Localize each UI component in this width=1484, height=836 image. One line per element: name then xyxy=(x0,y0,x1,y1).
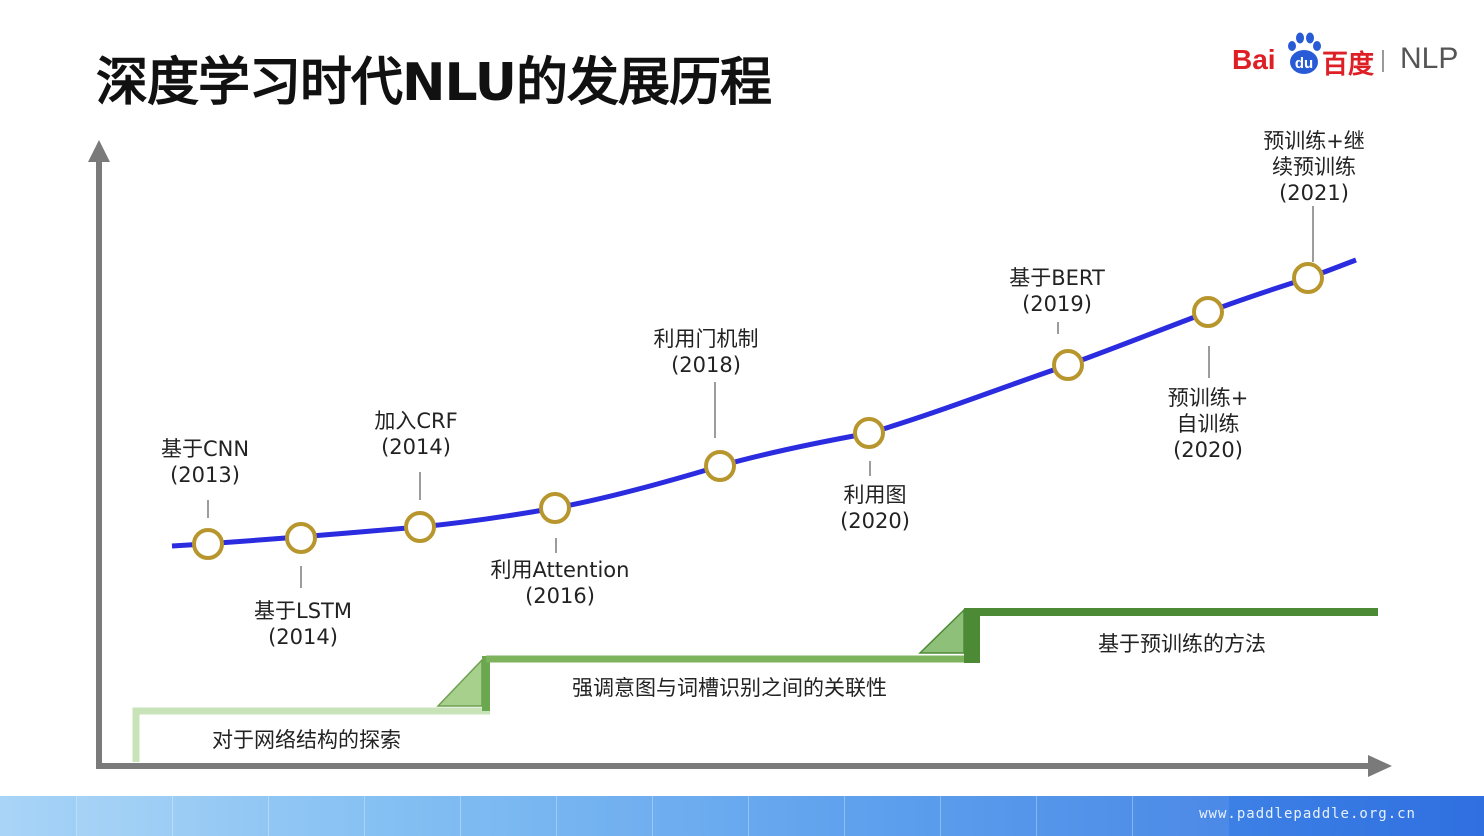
milestone-label-crf: 加入CRF(2014) xyxy=(374,409,458,459)
baidu-paw-icon: du xyxy=(1288,32,1321,74)
milestone-node-gate xyxy=(704,450,736,482)
stage-step-1 xyxy=(132,707,490,762)
stage-label-2: 强调意图与词槽识别之间的关联性 xyxy=(572,676,887,700)
baidu-nlp-logo: Bai du 百度 NLP xyxy=(1232,30,1472,80)
logo-bai-text: Bai xyxy=(1232,44,1276,75)
stage-label-3: 基于预训练的方法 xyxy=(1098,632,1266,656)
milestone-label-continued-pretraining: 预训练+继续预训练(2021) xyxy=(1263,129,1365,205)
x-axis-arrow-icon xyxy=(1368,755,1392,777)
milestone-node-self-training xyxy=(1192,296,1224,328)
label-connectors xyxy=(207,206,1314,588)
milestone-node-graph xyxy=(853,417,885,449)
milestone-node-attention xyxy=(539,492,571,524)
logo-du-text: du xyxy=(1295,55,1313,72)
milestone-node-crf xyxy=(404,511,436,543)
stage-step-2 xyxy=(436,655,972,711)
logo-baidu-cn: 百度 xyxy=(1322,50,1375,80)
logo-nlp-text: NLP xyxy=(1400,42,1459,75)
milestone-label-bert: 基于BERT(2019) xyxy=(1009,266,1105,316)
milestone-label-cnn: 基于CNN(2013) xyxy=(160,437,250,487)
milestone-label-attention: 利用Attention(2016) xyxy=(490,558,630,608)
footer-url: www.paddlepaddle.org.cn xyxy=(1199,806,1416,822)
milestone-node-bert xyxy=(1052,349,1084,381)
milestone-node-continued-pretraining xyxy=(1292,262,1324,294)
footer-banner: www.paddlepaddle.org.cn xyxy=(0,796,1484,836)
page-title: 深度学习时代NLU的发展历程 xyxy=(96,53,772,113)
milestone-label-lstm: 基于LSTM(2014) xyxy=(254,599,352,649)
milestone-node-cnn xyxy=(192,528,224,560)
milestone-node-lstm xyxy=(285,522,317,554)
milestone-label-graph: 利用图(2020) xyxy=(840,483,910,533)
milestone-label-gate: 利用门机制(2018) xyxy=(653,327,759,377)
milestone-label-self-training: 预训练+自训练(2020) xyxy=(1167,386,1249,462)
stage-step-3 xyxy=(918,608,1378,663)
y-axis-arrow-icon xyxy=(88,140,110,162)
stage-label-1: 对于网络结构的探索 xyxy=(212,728,401,752)
logo-separator xyxy=(1382,50,1384,72)
